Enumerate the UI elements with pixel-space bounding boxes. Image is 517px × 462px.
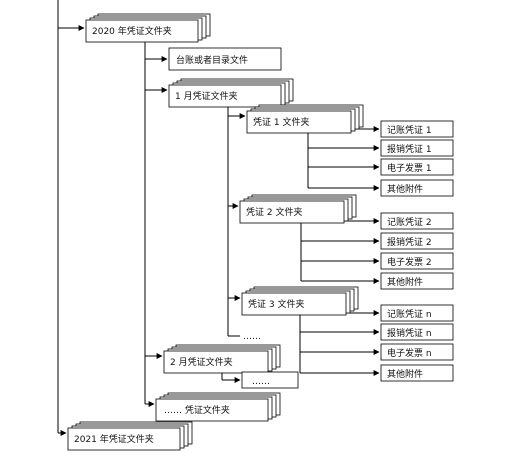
- folder-v3-label: 凭证 3 文件夹: [248, 298, 304, 310]
- file-v2-d-label: 其他附件: [387, 276, 423, 288]
- folder-v1: [246, 104, 364, 134]
- file-v1-a-label: 记账凭证 1: [387, 124, 432, 136]
- file-v2-c: [380, 252, 454, 270]
- file-v2-c-label: 电子发票 2: [387, 256, 432, 268]
- folder-v2-label: 凭证 2 文件夹: [246, 206, 302, 218]
- folder-v1-label: 凭证 1 文件夹: [253, 116, 309, 128]
- file-vn-b: [380, 323, 454, 341]
- file-vn-a-label: 记账凭证 n: [387, 308, 432, 320]
- ledger-file: [168, 47, 282, 71]
- file-vn-b-label: 报销凭证 n: [387, 327, 432, 339]
- file-v1-d: [380, 179, 454, 197]
- file-vn-a: [380, 304, 454, 322]
- folder-more-months-label: …… 凭证文件夹: [164, 404, 230, 416]
- file-vn-d: [380, 364, 454, 382]
- folder-jan-label: 1 月凭证文件夹: [175, 90, 238, 102]
- folder-2021: [67, 421, 193, 451]
- file-v2-a-label: 记账凭证 2: [387, 216, 432, 228]
- folder-v2: [239, 194, 357, 224]
- folder-v3: [241, 286, 359, 316]
- file-v1-b-label: 报销凭证 1: [387, 143, 432, 155]
- folder-more-months: [155, 392, 281, 422]
- file-v1-b: [380, 139, 454, 157]
- folder-feb: [163, 344, 281, 374]
- file-v2-b: [380, 232, 454, 250]
- folder-feb-label: 2 月凭证文件夹: [170, 356, 233, 368]
- more-vouchers-label: ……: [243, 332, 261, 342]
- file-vn-d-label: 其他附件: [387, 368, 423, 380]
- feb-more-label: ……: [252, 377, 270, 387]
- feb-more-box: [241, 371, 299, 389]
- folder-jan: [168, 78, 294, 108]
- file-v1-d-label: 其他附件: [387, 183, 423, 195]
- folder-2021-label: 2021 年凭证文件夹: [74, 433, 154, 445]
- file-v1-a: [380, 120, 454, 138]
- folder-2020-label: 2020 年凭证文件夹: [92, 25, 172, 37]
- file-v2-d: [380, 272, 454, 290]
- file-v2-b-label: 报销凭证 2: [387, 236, 432, 248]
- file-v1-c: [380, 158, 454, 176]
- file-vn-c-label: 电子发票 n: [387, 347, 432, 359]
- file-v2-a: [380, 212, 454, 230]
- ledger-file-label: 台账或者目录文件: [176, 54, 248, 66]
- leaf-files: [380, 120, 454, 382]
- file-vn-c: [380, 343, 454, 361]
- file-v1-c-label: 电子发票 1: [387, 162, 432, 174]
- folder-2020: [85, 13, 211, 43]
